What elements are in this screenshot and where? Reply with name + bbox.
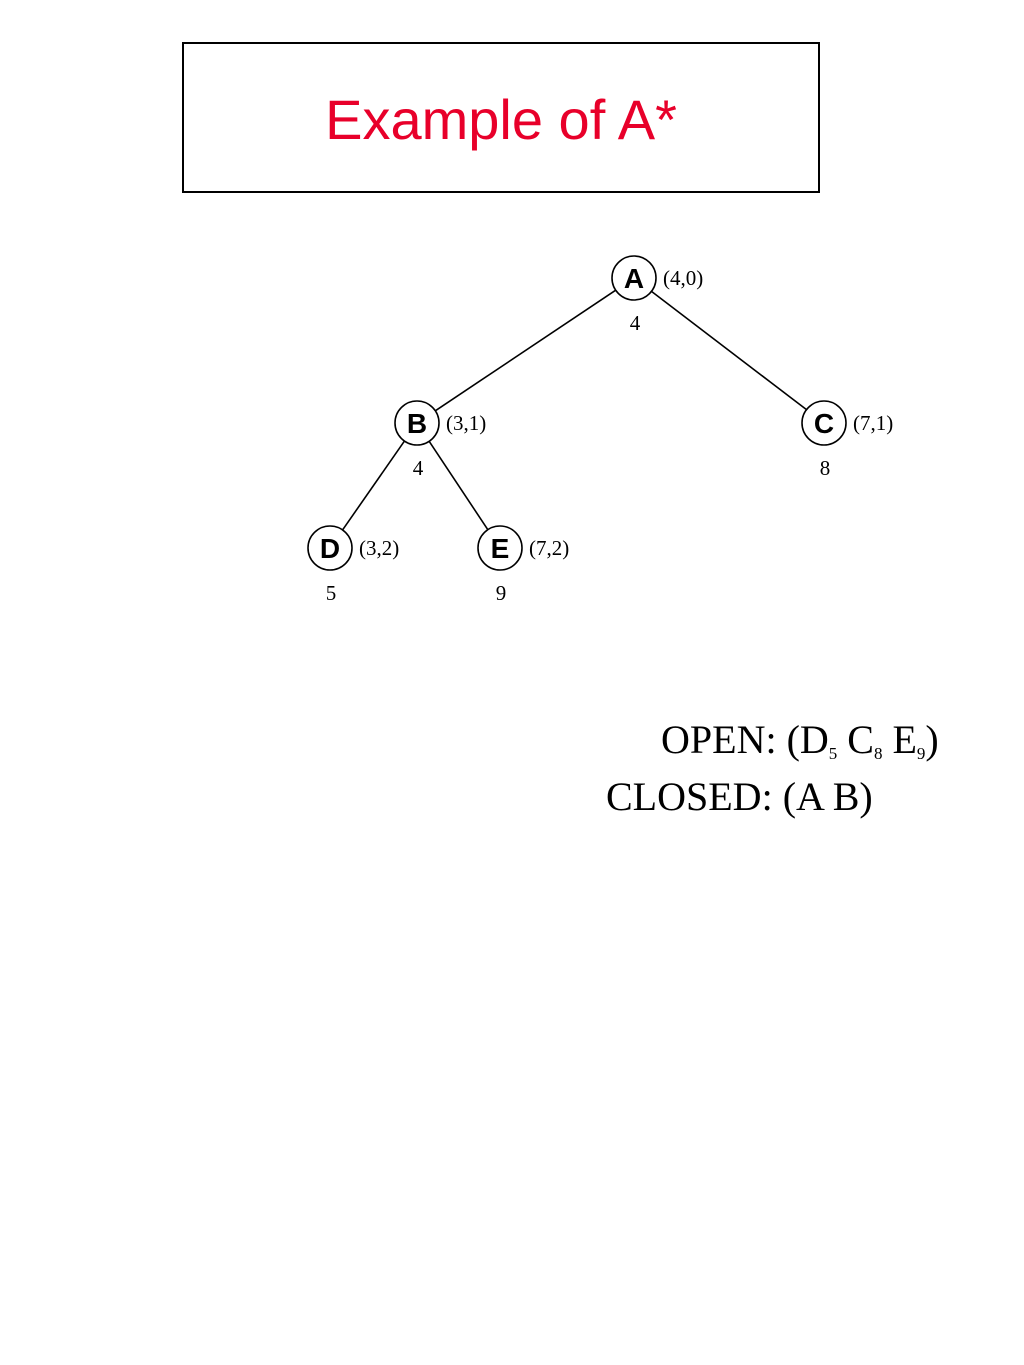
node-label: B: [407, 408, 427, 439]
node-circle: [611, 255, 657, 301]
tree-edge-a-c: [651, 290, 807, 411]
node-label: C: [814, 408, 834, 439]
tree-edge-b-e: [428, 440, 489, 531]
open-item-name: C: [847, 717, 874, 762]
open-item-f-value: 5: [828, 744, 838, 763]
node-f-value: 4: [413, 456, 424, 480]
open-item-name: D: [799, 717, 829, 762]
node-circle: [307, 525, 353, 571]
closed-list-label: CLOSED:: [606, 774, 773, 819]
open-list-close-paren: ): [925, 717, 939, 762]
open-item-f-value: 9: [916, 744, 926, 763]
tree-node-a: A (4,0) 4: [611, 255, 703, 335]
search-tree-diagram: A(4,0)4B(3,1)4C(7,1)8D(3,2)5E(7,2)9: [307, 255, 893, 605]
node-gh-pair: (3,2): [359, 536, 399, 560]
tree-node-b: B (3,1) 4: [394, 400, 486, 480]
node-f-value: 9: [496, 581, 507, 605]
closed-list-value: (A B): [782, 774, 873, 819]
open-item-f-value: 8: [873, 744, 883, 763]
node-gh-pair: (7,2): [529, 536, 569, 560]
node-label: A: [624, 263, 644, 294]
node-f-value: 8: [820, 456, 831, 480]
open-item-name: E: [892, 717, 917, 762]
title-box: Example of A*: [182, 42, 820, 193]
node-label: D: [320, 533, 340, 564]
node-f-value: 5: [326, 581, 337, 605]
tree-nodes: A(4,0)4B(3,1)4C(7,1)8D(3,2)5E(7,2)9: [307, 255, 893, 605]
tree-node-c: C (7,1) 8: [801, 400, 893, 480]
node-gh-pair: (3,1): [446, 411, 486, 435]
open-list: OPEN: (D5 C8 E9): [661, 716, 939, 764]
tree-node-d: D (3,2) 5: [307, 525, 399, 605]
tree-edges: [341, 289, 807, 531]
tree-node-e: E (7,2) 9: [477, 525, 569, 605]
node-gh-pair: (4,0): [663, 266, 703, 290]
closed-list: CLOSED: (A B): [606, 773, 873, 821]
open-list-label: OPEN:: [661, 717, 777, 762]
page-title: Example of A*: [325, 88, 677, 151]
node-circle: [394, 400, 440, 446]
open-list-item: E9: [892, 717, 925, 762]
tree-edge-a-b: [434, 289, 617, 412]
node-f-value: 4: [630, 311, 641, 335]
node-circle: [801, 400, 847, 446]
tree-edge-b-d: [341, 440, 406, 531]
node-label: E: [491, 533, 510, 564]
node-gh-pair: (7,1): [853, 411, 893, 435]
open-list-open-paren: (: [786, 717, 800, 762]
open-list-item: D5: [800, 717, 837, 762]
open-list-item: C8: [847, 717, 882, 762]
node-circle: [477, 525, 523, 571]
